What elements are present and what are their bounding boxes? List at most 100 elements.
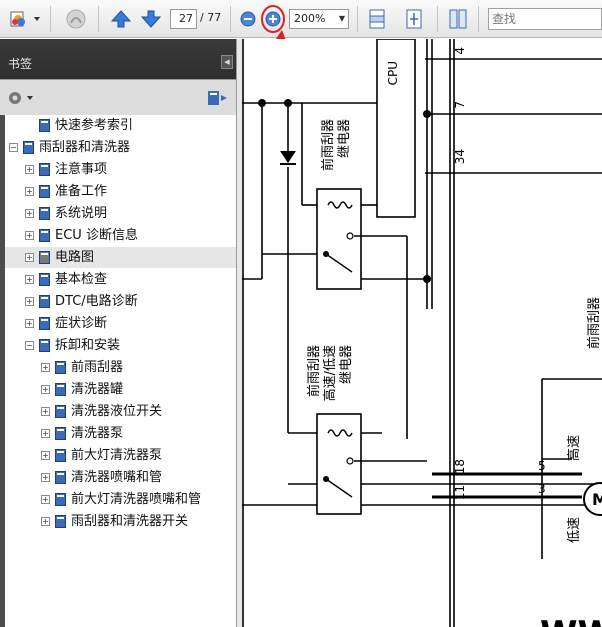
bookmark-icon xyxy=(55,493,66,506)
relay2-label-line3: 继电器 xyxy=(339,345,354,384)
zoom-in-button[interactable] xyxy=(261,5,285,33)
zoom-level-value: 200% xyxy=(294,12,326,25)
wire-label-18: 18 xyxy=(453,459,467,474)
expand-icon[interactable]: + xyxy=(41,429,50,438)
gear-icon xyxy=(9,92,33,104)
bookmark-item[interactable]: − 雨刮器和清洗器 xyxy=(5,137,236,158)
bookmark-item[interactable]: + 注意事项 xyxy=(5,159,236,180)
expand-icon[interactable]: + xyxy=(25,165,34,174)
hand-tool-button[interactable] xyxy=(60,5,92,33)
pin-label-7: 7 xyxy=(453,101,467,109)
bookmark-icon xyxy=(39,339,50,352)
zoom-level-select[interactable]: 200% ▼ xyxy=(289,9,349,29)
expand-icon[interactable]: + xyxy=(25,275,34,284)
collapse-panel-button[interactable]: ◀ xyxy=(221,55,233,69)
bookmark-label: 拆卸和安装 xyxy=(55,338,121,353)
bookmark-icon xyxy=(55,515,66,528)
bookmark-label: 前大灯清洗器泵 xyxy=(71,448,163,463)
bookmark-label: 电路图 xyxy=(55,250,95,265)
bookmark-item[interactable]: +清洗器喷嘴和管 xyxy=(5,467,236,488)
bookmark-label: 准备工作 xyxy=(55,184,108,199)
bookmark-label: 清洗器罐 xyxy=(71,382,124,397)
bookmark-item[interactable]: + DTC/电路诊断 xyxy=(5,291,236,312)
collapse-icon[interactable]: − xyxy=(25,341,34,350)
bookmark-icon xyxy=(55,427,66,440)
bookmark-label: 清洗器液位开关 xyxy=(71,404,163,419)
bookmark-item[interactable]: + 清洗器液位开关 xyxy=(5,401,236,422)
panel-toolbar xyxy=(0,79,236,115)
expand-icon[interactable]: + xyxy=(25,253,34,262)
bookmark-label: DTC/电路诊断 xyxy=(55,294,138,309)
bookmark-label: 前大灯清洗器喷嘴和管 xyxy=(71,492,202,507)
expand-icon[interactable]: + xyxy=(25,187,34,196)
bookmark-item[interactable]: − 拆卸和安装 xyxy=(5,335,236,356)
options-button[interactable] xyxy=(6,88,36,108)
expand-icon[interactable]: + xyxy=(25,231,34,240)
bottom-text: WW xyxy=(540,614,602,627)
bookmark-item[interactable]: + 前雨刮器 xyxy=(5,357,236,378)
bookmark-icon xyxy=(39,251,50,264)
bookmark-tree: 快速参考索引−雨刮器和清洗器+注意事项+准备工作+系统说明+ECU 诊断信息+电… xyxy=(5,115,236,627)
expand-icon[interactable]: + xyxy=(25,297,34,306)
expand-icon[interactable]: + xyxy=(25,209,34,218)
expand-bookmark-button[interactable] xyxy=(205,88,229,108)
page-down-icon xyxy=(140,10,162,28)
bookmark-icon xyxy=(39,273,50,286)
pin-label-4: 4 xyxy=(453,47,467,55)
zoom-in-icon xyxy=(261,5,285,33)
collapse-icon[interactable]: − xyxy=(9,143,18,152)
page-up-icon xyxy=(110,10,132,28)
expand-icon[interactable]: + xyxy=(41,495,50,504)
zoom-out-icon xyxy=(240,11,256,27)
toolbar: 27 / 77 200% ▼ xyxy=(0,0,602,183)
bookmark-label: 雨刮器和清洗器 xyxy=(39,140,131,155)
bookmark-item[interactable]: + 前大灯清洗器喷嘴和管 xyxy=(5,489,236,510)
bookmark-item[interactable]: +ECU 诊断信息 xyxy=(5,225,236,246)
bookmark-icon xyxy=(55,405,66,418)
bookmark-item[interactable]: +症状诊断 xyxy=(5,313,236,334)
bookmark-item[interactable]: +雨刮器和清洗器开关 xyxy=(5,511,236,532)
expand-icon[interactable]: + xyxy=(41,473,50,482)
fit-page-button[interactable] xyxy=(401,5,427,33)
expand-icon[interactable]: + xyxy=(41,451,50,460)
document-icon xyxy=(10,11,40,27)
two-pane-icon xyxy=(449,9,467,29)
expand-icon[interactable]: + xyxy=(41,517,50,526)
motor-high-label: 高速 xyxy=(566,435,582,461)
bookmark-icon xyxy=(55,361,66,374)
page-number-input[interactable]: 27 xyxy=(170,9,197,29)
bookmark-icon xyxy=(23,141,34,154)
bookmark-item[interactable]: + 前大灯清洗器泵 xyxy=(5,445,236,466)
pin-label-34: 34 xyxy=(453,149,467,164)
cpu-label: CPU xyxy=(386,61,400,85)
document-view[interactable]: CPU 前雨刮器 继电器 前雨刮器 高速/低速 继电器 xyxy=(242,39,602,627)
bookmark-item[interactable]: +基本检查 xyxy=(5,269,236,290)
document-menu-button[interactable] xyxy=(6,5,44,33)
bookmark-icon xyxy=(39,295,50,308)
next-page-button[interactable] xyxy=(138,5,164,33)
fit-page-icon xyxy=(406,9,422,29)
bookmark-label: 前雨刮器 xyxy=(71,360,124,375)
bookmark-item[interactable]: + 清洗器罐 xyxy=(5,379,236,400)
expand-icon[interactable]: + xyxy=(41,385,50,394)
zoom-out-button[interactable] xyxy=(238,5,258,33)
expand-icon[interactable]: + xyxy=(41,407,50,416)
bookmark-label: 注意事项 xyxy=(55,162,108,177)
find-input[interactable]: 查找 xyxy=(488,8,602,30)
previous-page-button[interactable] xyxy=(108,5,134,33)
wire-label-11: 11 xyxy=(453,485,467,500)
bookmark-item[interactable]: + 准备工作 xyxy=(5,181,236,202)
bookmark-icon xyxy=(39,207,50,220)
expand-icon[interactable]: + xyxy=(25,319,34,328)
relay1-label-line2: 继电器 xyxy=(337,119,352,158)
two-pane-button[interactable] xyxy=(445,5,471,33)
panel-splitter[interactable] xyxy=(236,39,242,627)
bookmark-item[interactable]: 快速参考索引 xyxy=(5,115,236,136)
fit-width-button[interactable] xyxy=(364,5,390,33)
bookmark-item[interactable]: +清洗器泵 xyxy=(5,423,236,444)
bookmark-item[interactable]: + 电路图 xyxy=(5,247,236,268)
motor-pin-3: 3 xyxy=(538,482,546,496)
motor-low-label: 低速 xyxy=(567,517,582,543)
bookmark-item[interactable]: +系统说明 xyxy=(5,203,236,224)
expand-icon[interactable]: + xyxy=(41,363,50,372)
